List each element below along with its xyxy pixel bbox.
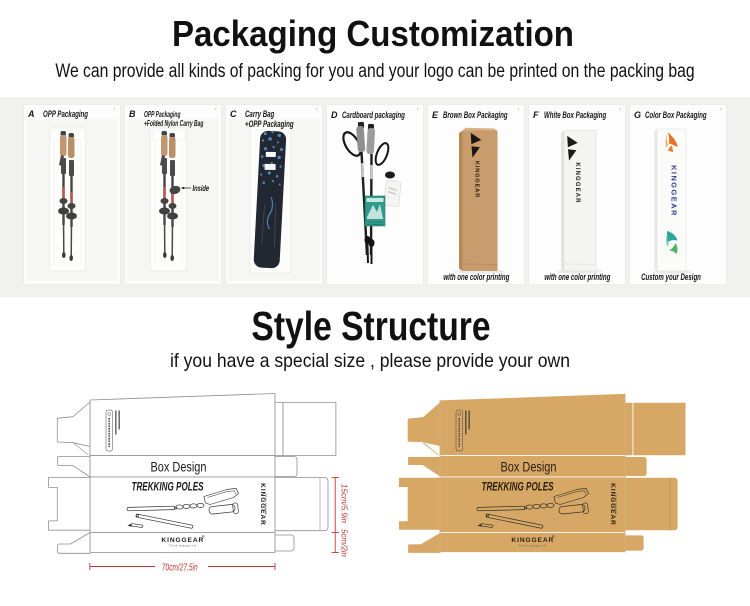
svg-text:KINGGEAR: KINGGEAR <box>574 162 580 203</box>
svg-text:15cm/5.9in: 15cm/5.9in <box>340 484 349 524</box>
svg-text:5cm/2in: 5cm/2in <box>340 529 349 558</box>
svg-text:KINGGEAR: KINGGEAR <box>670 165 679 217</box>
svg-text:KINGGEAR: KINGGEAR <box>474 161 480 198</box>
svg-text:70cm/27.5in: 70cm/27.5in <box>162 561 198 573</box>
svg-text:Inside: Inside <box>193 185 210 193</box>
